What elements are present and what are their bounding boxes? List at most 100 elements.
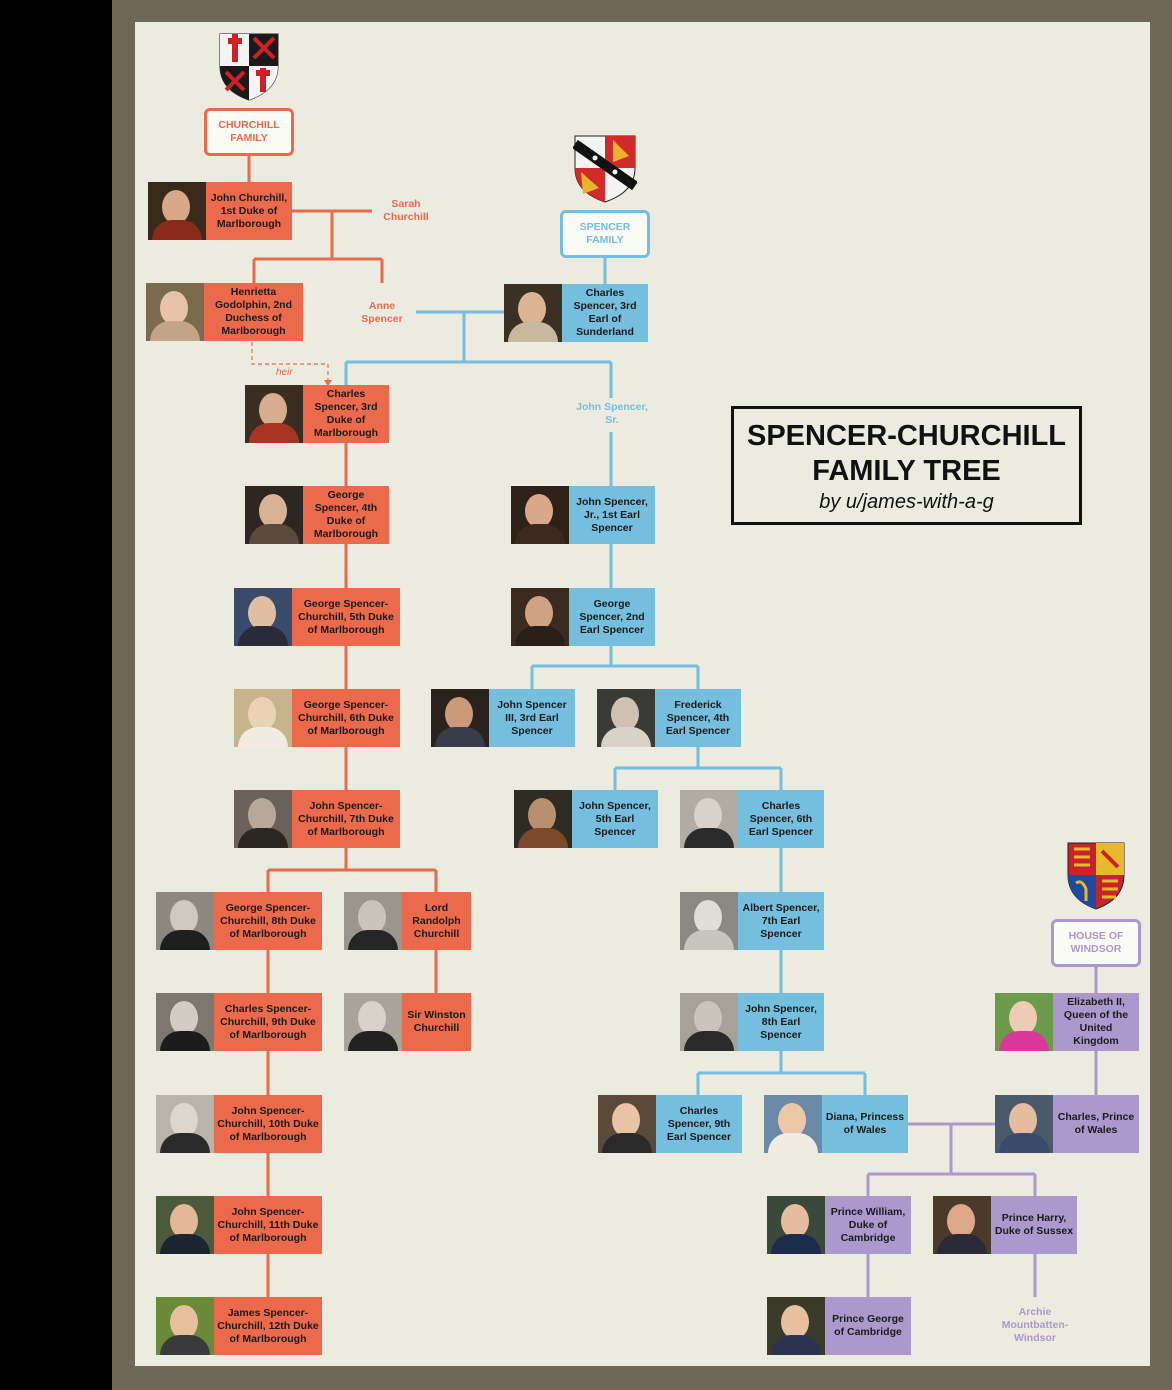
person-card-sir-winston: Sir Winston Churchill [344, 993, 471, 1051]
person-card-george-sc-6th-duke: George Spencer-Churchill, 6th Duke of Ma… [234, 689, 400, 747]
portrait-photo [764, 1095, 822, 1153]
spouse-anne-spencer: Anne Spencer [361, 300, 403, 325]
person-card-charles-spencer-9th-earl: Charles Spencer, 9th Earl Spencer [598, 1095, 742, 1153]
page-byline: by u/james-with-a-g [819, 491, 994, 513]
person-name: Charles Spencer, 3rd Earl of Sunderland [562, 284, 648, 342]
person-card-henrietta-godolphin: Henrietta Godolphin, 2nd Duchess of Marl… [146, 283, 303, 341]
person-card-george-sc-5th-duke: George Spencer-Churchill, 5th Duke of Ma… [234, 588, 400, 646]
churchill-family-label: CHURCHILL FAMILY [204, 108, 294, 156]
person-name: John Spencer III, 3rd Earl Spencer [489, 689, 575, 747]
person-card-prince-george: Prince George of Cambridge [767, 1297, 911, 1355]
portrait-photo [234, 588, 292, 646]
portrait-photo [156, 1297, 214, 1355]
person-card-charles-spencer-3rd-sunderland: Charles Spencer, 3rd Earl of Sunderland [504, 284, 648, 342]
person-card-charles-spencer-6th-earl: Charles Spencer, 6th Earl Spencer [680, 790, 824, 848]
portrait-photo [234, 689, 292, 747]
person-name: Charles Spencer, 6th Earl Spencer [738, 790, 824, 848]
royal-coat-of-arms-icon [1067, 842, 1125, 910]
person-name: George Spencer, 2nd Earl Spencer [569, 588, 655, 646]
person-name: Prince Harry, Duke of Sussex [991, 1196, 1077, 1254]
person-card-james-sc-12th-duke: James Spencer-Churchill, 12th Duke of Ma… [156, 1297, 322, 1355]
spencer-coat-of-arms-icon [573, 135, 637, 203]
portrait-photo [680, 892, 738, 950]
person-name: Prince William, Duke of Cambridge [825, 1196, 911, 1254]
person-card-charles-prince: Charles, Prince of Wales [995, 1095, 1139, 1153]
person-card-charles-spencer-3rd-duke: Charles Spencer, 3rd Duke of Marlborough [245, 385, 389, 443]
person-card-john-spencer-8th-earl: John Spencer, 8th Earl Spencer [680, 993, 824, 1051]
churchill-connectors [247, 154, 438, 1297]
person-card-elizabeth-ii: Elizabeth II, Queen of the United Kingdo… [995, 993, 1139, 1051]
portrait-photo [767, 1297, 825, 1355]
person-name: John Spencer-Churchill, 10th Duke of Mar… [214, 1095, 322, 1153]
person-name: George Spencer-Churchill, 6th Duke of Ma… [292, 689, 400, 747]
person-name: Prince George of Cambridge [825, 1297, 911, 1355]
page-title: SPENCER-CHURCHILL FAMILY TREE [747, 420, 1066, 487]
heir-label: heir [276, 367, 293, 378]
windsor-connectors [866, 966, 1098, 1297]
person-name: George Spencer-Churchill, 5th Duke of Ma… [292, 588, 400, 646]
person-card-diana: Diana, Princess of Wales [764, 1095, 908, 1153]
portrait-photo [344, 892, 402, 950]
person-name: Charles Spencer-Churchill, 9th Duke of M… [214, 993, 322, 1051]
person-card-george-spencer-4th-duke: George Spencer, 4th Duke of Marlborough [245, 486, 389, 544]
person-name: Charles, Prince of Wales [1053, 1095, 1139, 1153]
person-card-john-spencer-jr: John Spencer, Jr., 1st Earl Spencer [511, 486, 655, 544]
person-name: Charles Spencer, 9th Earl Spencer [656, 1095, 742, 1153]
portrait-photo [511, 486, 569, 544]
portrait-photo [156, 993, 214, 1051]
person-name: Elizabeth II, Queen of the United Kingdo… [1053, 993, 1139, 1051]
churchill-coat-of-arms-icon [219, 33, 279, 101]
person-name: George Spencer, 4th Duke of Marlborough [303, 486, 389, 544]
person-card-frederick-spencer-4th-earl: Frederick Spencer, 4th Earl Spencer [597, 689, 741, 747]
person-name: Lord Randolph Churchill [402, 892, 471, 950]
person-card-lord-randolph: Lord Randolph Churchill [344, 892, 471, 950]
spouse-sarah-churchill: Sarah Churchill [383, 198, 429, 223]
person-name: Albert Spencer, 7th Earl Spencer [738, 892, 824, 950]
person-john-spencer-sr: John Spencer, Sr. [576, 401, 648, 426]
portrait-photo [156, 892, 214, 950]
portrait-photo [767, 1196, 825, 1254]
person-name: John Spencer-Churchill, 7th Duke of Marl… [292, 790, 400, 848]
person-name: Henrietta Godolphin, 2nd Duchess of Marl… [204, 283, 303, 341]
person-card-john-sc-7th-duke: John Spencer-Churchill, 7th Duke of Marl… [234, 790, 400, 848]
person-card-albert-spencer-7th-earl: Albert Spencer, 7th Earl Spencer [680, 892, 824, 950]
portrait-photo [234, 790, 292, 848]
person-name: John Spencer, 5th Earl Spencer [572, 790, 658, 848]
person-name: George Spencer-Churchill, 8th Duke of Ma… [214, 892, 322, 950]
person-card-john-sc-11th-duke: John Spencer-Churchill, 11th Duke of Mar… [156, 1196, 322, 1254]
portrait-photo [511, 588, 569, 646]
portrait-photo [933, 1196, 991, 1254]
portrait-photo [995, 1095, 1053, 1153]
portrait-photo [146, 283, 204, 341]
person-card-john-sc-10th-duke: John Spencer-Churchill, 10th Duke of Mar… [156, 1095, 322, 1153]
person-card-john-spencer-5th-earl: John Spencer, 5th Earl Spencer [514, 790, 658, 848]
person-archie: Archie Mountbatten-Windsor [1001, 1306, 1069, 1344]
person-card-john-spencer-3rd-earl: John Spencer III, 3rd Earl Spencer [431, 689, 575, 747]
person-card-john-churchill: John Churchill, 1st Duke of Marlborough [148, 182, 292, 240]
person-card-charles-sc-9th-duke: Charles Spencer-Churchill, 9th Duke of M… [156, 993, 322, 1051]
portrait-photo [504, 284, 562, 342]
person-name: Frederick Spencer, 4th Earl Spencer [655, 689, 741, 747]
spencer-family-label: SPENCER FAMILY [560, 210, 650, 258]
portrait-photo [245, 486, 303, 544]
portrait-photo [514, 790, 572, 848]
person-name: John Spencer-Churchill, 11th Duke of Mar… [214, 1196, 322, 1254]
person-card-george-sc-8th-duke: George Spencer-Churchill, 8th Duke of Ma… [156, 892, 322, 950]
windsor-family-label: HOUSE OF WINDSOR [1051, 919, 1141, 967]
portrait-photo [995, 993, 1053, 1051]
person-name: James Spencer-Churchill, 12th Duke of Ma… [214, 1297, 322, 1355]
portrait-photo [245, 385, 303, 443]
portrait-photo [148, 182, 206, 240]
portrait-photo [344, 993, 402, 1051]
portrait-photo [680, 790, 738, 848]
spencer-connectors [344, 258, 867, 1095]
person-name: John Spencer, Jr., 1st Earl Spencer [569, 486, 655, 544]
portrait-photo [680, 993, 738, 1051]
title-box: SPENCER-CHURCHILL FAMILY TREE by u/james… [731, 406, 1082, 525]
person-name: John Churchill, 1st Duke of Marlborough [206, 182, 292, 240]
portrait-photo [598, 1095, 656, 1153]
person-card-prince-harry: Prince Harry, Duke of Sussex [933, 1196, 1077, 1254]
person-name: Charles Spencer, 3rd Duke of Marlborough [303, 385, 389, 443]
portrait-photo [431, 689, 489, 747]
